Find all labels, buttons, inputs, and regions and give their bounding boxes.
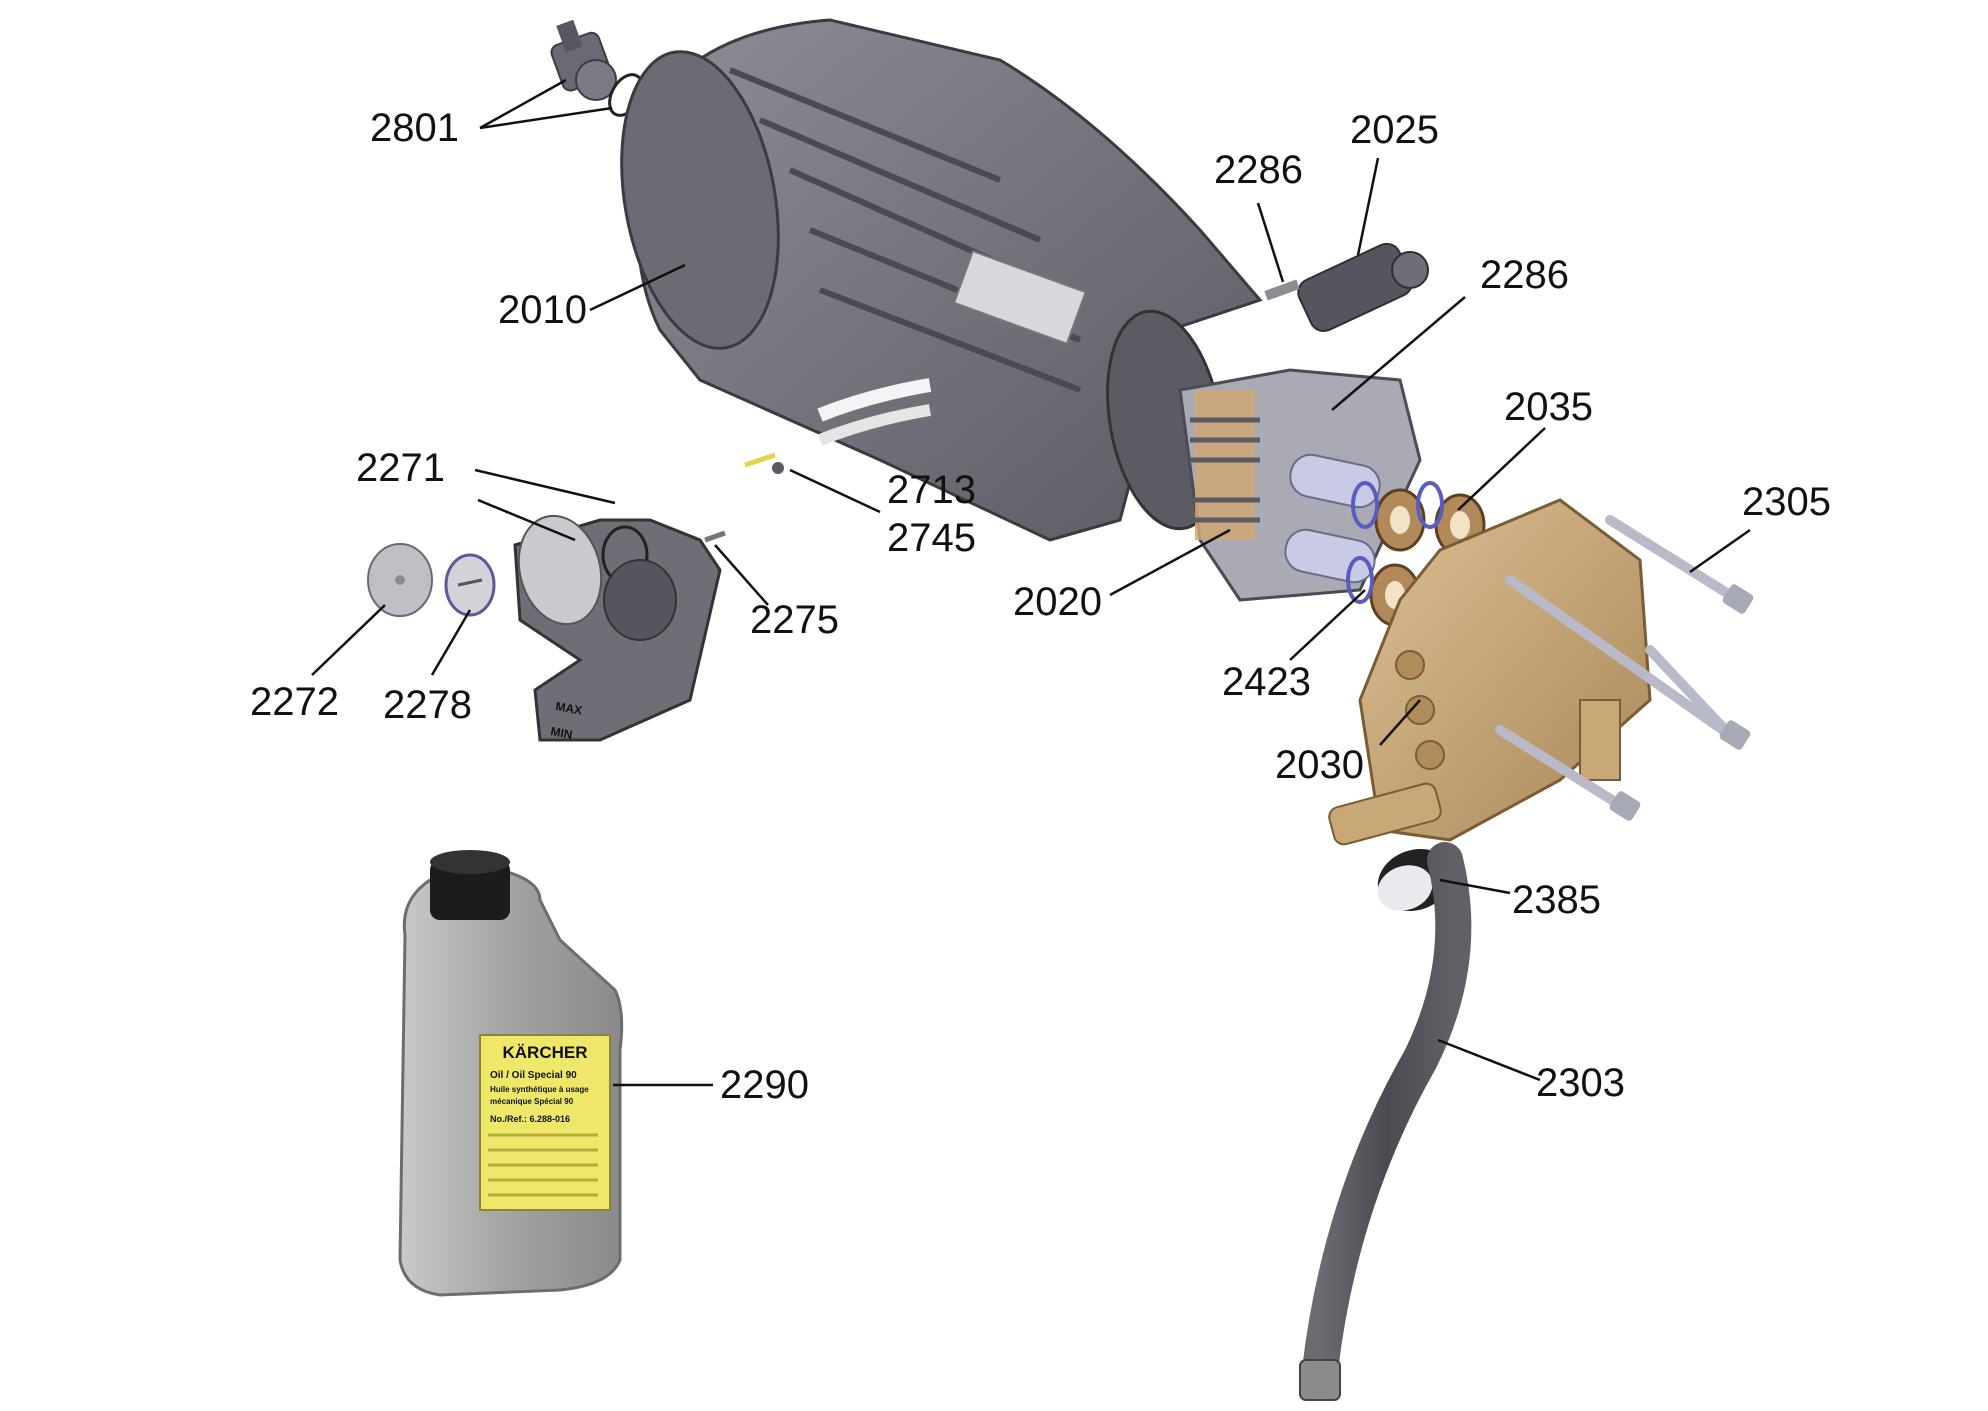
leader-2010	[589, 263, 686, 312]
leader-2271-b	[477, 498, 576, 542]
part-2025-pressure-switch	[1264, 242, 1429, 333]
leader-2035	[1457, 427, 1546, 511]
reservoir-min-mark: MIN	[549, 724, 573, 742]
leader-2423	[1289, 589, 1366, 661]
leader-2025	[1356, 157, 1380, 256]
label-2385: 2385	[1512, 878, 1601, 922]
leader-2286b	[1331, 296, 1466, 411]
part-2275-screw	[704, 530, 726, 543]
oil-bottle-ref: No./Ref.: 6.288-016	[490, 1114, 570, 1124]
leader-2713	[789, 468, 881, 514]
oil-bottle-brand: KÄRCHER	[503, 1043, 588, 1062]
part-2030-brass-manifold	[1328, 498, 1652, 846]
part-2305-bolts	[1495, 515, 1754, 821]
label-2305: 2305	[1742, 480, 1831, 524]
label-2290: 2290	[720, 1063, 809, 1107]
label-2035: 2035	[1504, 385, 1593, 429]
part-2010-motor-housing	[620, 18, 1263, 542]
leader-2275	[714, 544, 769, 606]
label-2801: 2801	[370, 106, 459, 150]
part-2271-reservoir: MAX MIN	[513, 514, 722, 742]
leader-2385	[1439, 878, 1511, 895]
label-2278: 2278	[383, 683, 472, 727]
leader-lines	[311, 78, 1751, 1087]
label-2030: 2030	[1275, 743, 1364, 787]
oil-bottle-line3: mécanique Spécial 90	[490, 1097, 574, 1106]
leader-2305	[1689, 528, 1751, 574]
label-2275: 2275	[750, 598, 839, 642]
part-2303-hose	[1299, 842, 1472, 1401]
part-2020-pump-head	[1178, 368, 1422, 602]
leader-2020	[1109, 528, 1231, 597]
label-2271: 2271	[356, 446, 445, 490]
label-2286-lower: 2286	[1480, 253, 1569, 297]
label-2010: 2010	[498, 288, 587, 332]
part-2272-cap	[367, 543, 433, 617]
label-2745: 2745	[887, 516, 976, 560]
leader-2303	[1437, 1038, 1541, 1082]
reservoir-max-mark: MAX	[554, 699, 583, 717]
label-2272: 2272	[250, 680, 339, 724]
label-2020: 2020	[1013, 580, 1102, 624]
part-2290-oil-bottle: KÄRCHER Oil / Oil Special 90 Huile synth…	[398, 850, 624, 1297]
leader-2271-a	[474, 468, 616, 505]
oil-bottle-line2: Huile synthétique à usage	[490, 1085, 589, 1094]
leader-2801	[479, 78, 613, 130]
label-2286-upper: 2286	[1214, 148, 1303, 192]
part-2801-fitting	[550, 19, 644, 117]
leader-2272	[311, 604, 386, 676]
label-2713: 2713	[887, 468, 976, 512]
label-2423: 2423	[1222, 660, 1311, 704]
oil-bottle-line1: Oil / Oil Special 90	[490, 1070, 577, 1081]
label-2025: 2025	[1350, 108, 1439, 152]
label-2303: 2303	[1536, 1061, 1625, 1105]
part-2713-2745-clip	[744, 452, 784, 474]
leader-2278	[430, 609, 472, 676]
leader-2286a	[1256, 202, 1285, 283]
leader-2030	[1379, 699, 1421, 746]
part-2278-plug	[444, 553, 496, 617]
